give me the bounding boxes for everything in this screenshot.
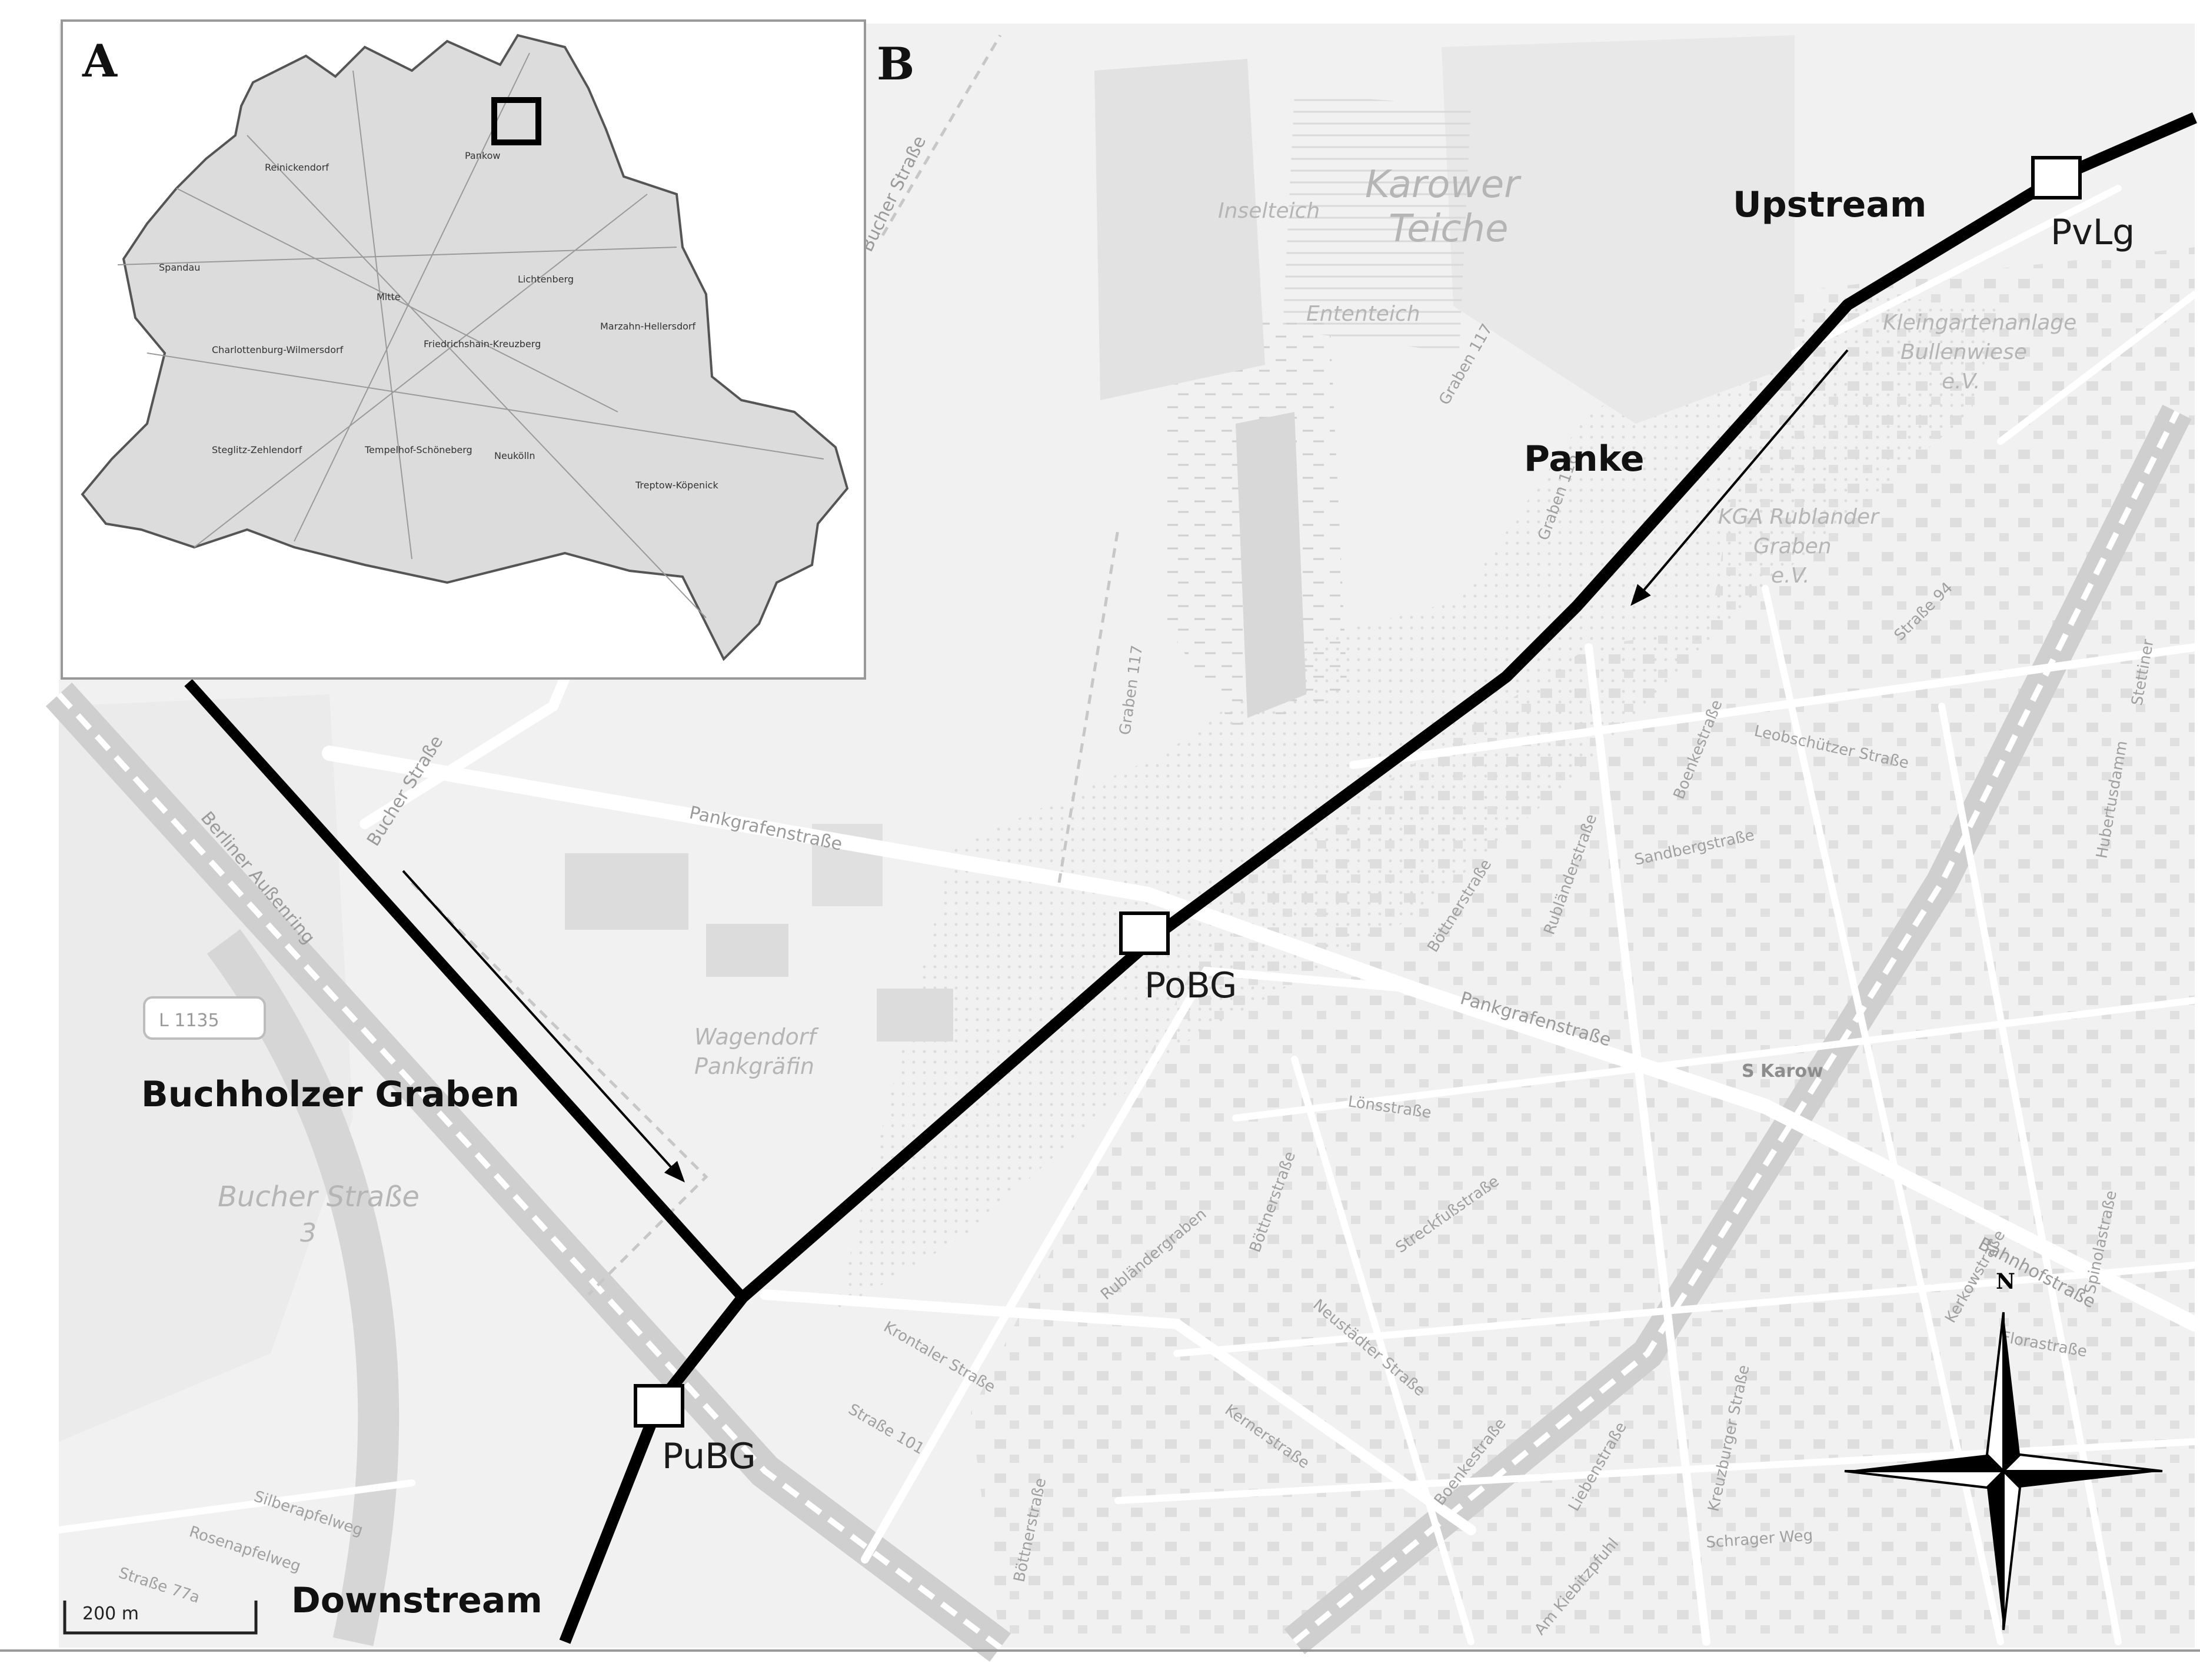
- place-label: e.V.: [1771, 564, 1810, 588]
- berlin-district-label: Reinickendorf: [265, 162, 329, 173]
- feature-labels: Upstream Panke Buchholzer Graben Downstr…: [141, 38, 1926, 1621]
- station-label-pvlg: PvLg: [2051, 212, 2135, 253]
- downstream-label: Downstream: [291, 1580, 542, 1621]
- panke-river: [559, 112, 2197, 1644]
- station-label-pubg: PuBG: [662, 1436, 756, 1477]
- svg-text:L 1135: L 1135: [159, 1010, 219, 1031]
- study-area-box: [491, 97, 541, 145]
- place-label: Pankgräfin: [694, 1053, 814, 1079]
- panel-label-a: A: [82, 35, 118, 87]
- place-label: Ententeich: [1306, 302, 1420, 326]
- station-label-pobg: PoBG: [1144, 965, 1237, 1006]
- berlin-district-label: Marzahn-Hellersdorf: [600, 321, 695, 332]
- scale-bar: 200 m: [63, 1601, 258, 1635]
- place-label: Teiche: [1389, 207, 1508, 251]
- place-label: KGA Rublander: [1718, 505, 1880, 529]
- place-label: Bullenwiese: [1901, 340, 2027, 364]
- buchholzer-label: Buchholzer Graben: [141, 1074, 520, 1115]
- place-label: Karower: [1365, 163, 1522, 207]
- place-label: e.V.: [1942, 370, 1981, 394]
- upstream-label: Upstream: [1733, 184, 1926, 225]
- place-label: Wagendorf: [694, 1024, 819, 1050]
- place-label: Bucher Straße: [218, 1180, 420, 1213]
- station-marker-pvlg: [2031, 156, 2082, 199]
- berlin-district-label: Lichtenberg: [518, 274, 574, 285]
- place-label: 3: [300, 1218, 317, 1248]
- base-map: [45, 24, 2200, 1662]
- berlin-district-label: Pankow: [465, 150, 500, 161]
- berlin-district-label: Neukölln: [494, 450, 535, 461]
- buchholzer-graben-river: [184, 678, 747, 1302]
- station-marker-pobg: [1119, 911, 1170, 955]
- flow-arrow-panke: [1630, 349, 1849, 606]
- place-label: Inselteich: [1218, 199, 1320, 223]
- panke-label: Panke: [1524, 438, 1645, 480]
- road-badge: L 1135: [143, 996, 266, 1040]
- svg-text:200 m: 200 m: [82, 1604, 139, 1624]
- berlin-district-label: Charlottenburg-Wilmersdorf: [212, 344, 344, 355]
- berlin-outline: [81, 34, 849, 661]
- berlin-district-label: Treptow-Köpenick: [635, 480, 718, 491]
- berlin-district-label: Friedrichshain-Kreuzberg: [424, 338, 541, 350]
- berlin-district-label: Mitte: [377, 291, 401, 302]
- sampling-stations: PvLg PoBG PuBG: [634, 156, 2135, 1477]
- river-network: [184, 112, 2197, 1644]
- flow-arrow-buchholzer: [402, 870, 685, 1183]
- panel-label-b: B: [877, 38, 914, 90]
- berlin-district-label: Spandau: [159, 262, 200, 273]
- place-label: Graben: [1753, 534, 1832, 558]
- station-marker-pubg: [634, 1384, 684, 1428]
- berlin-district-label: Tempelhof-Schöneberg: [364, 444, 472, 455]
- compass-north-label: N: [1996, 1269, 2015, 1294]
- place-label: S Karow: [1742, 1061, 1823, 1082]
- berlin-district-label: Steglitz-Zehlendorf: [212, 444, 302, 455]
- berlin-inset: Reinickendorf Pankow Spandau Mitte Licht…: [61, 19, 866, 680]
- compass-rose: N: [1844, 1269, 2163, 1631]
- place-label: Kleingartenanlage: [1883, 311, 2076, 335]
